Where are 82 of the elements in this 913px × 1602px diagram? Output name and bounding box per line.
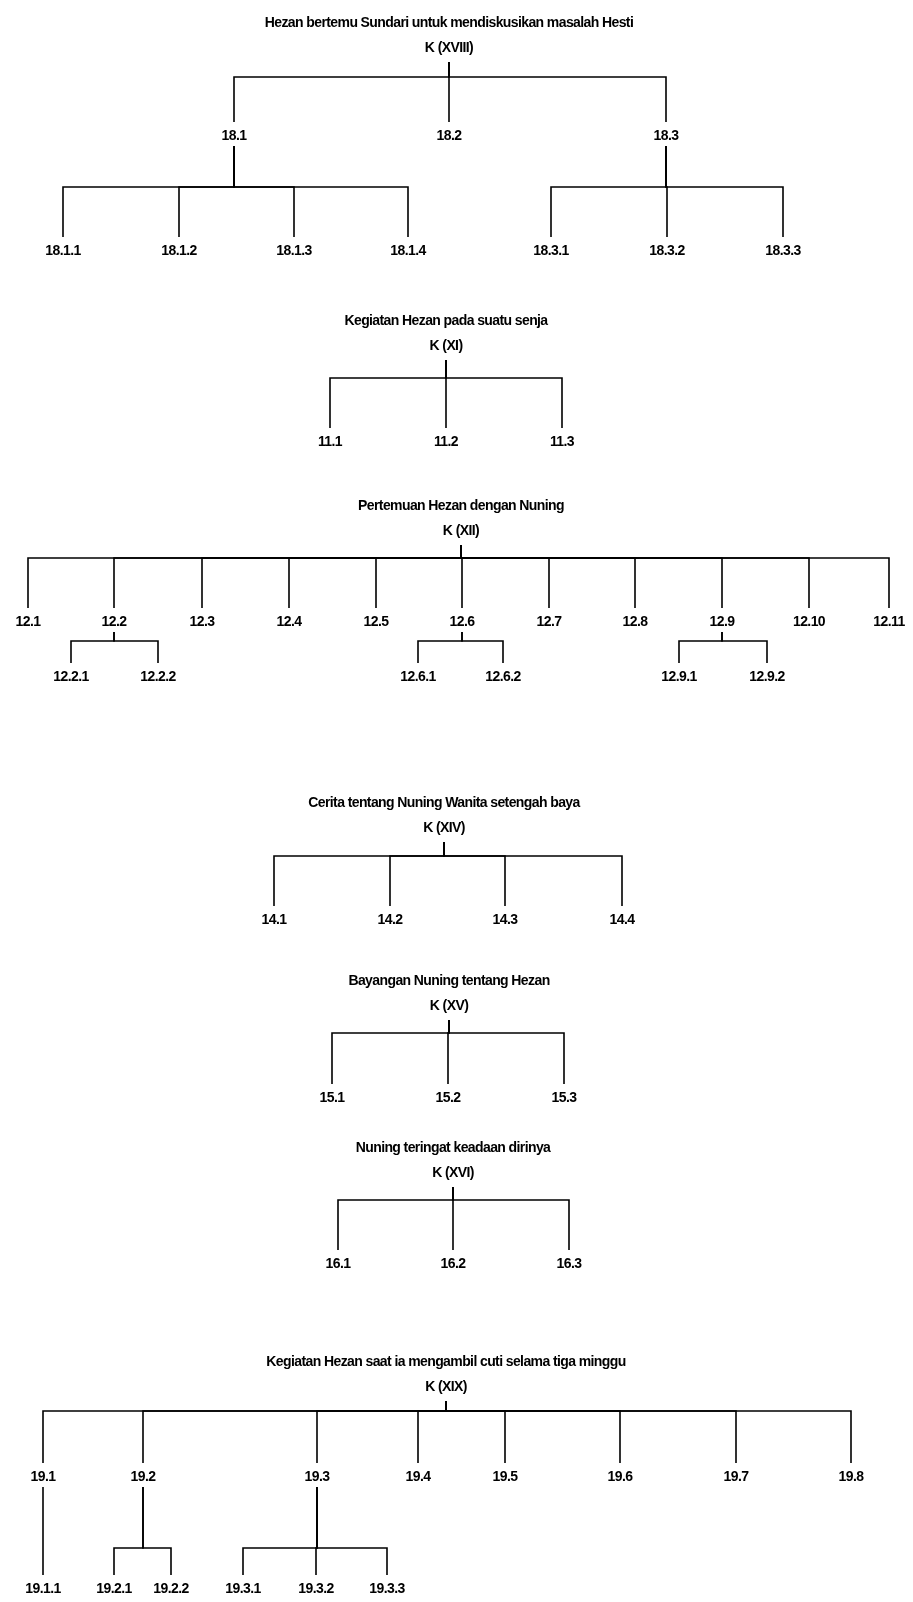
node-label: 19.3.2: [298, 1579, 334, 1597]
node-label: 18.2: [436, 126, 462, 144]
node-label: 18.1.3: [276, 241, 312, 259]
node-label: 14.3: [492, 910, 518, 928]
node-label: 12.5: [363, 612, 389, 630]
heading-text: Pertemuan Hezan dengan Nuning: [358, 495, 564, 515]
heading-text: Bayangan Nuning tentang Hezan: [348, 970, 550, 990]
tree-connector: [448, 1019, 565, 1085]
tree-connector: [316, 1486, 388, 1576]
node-label: 14.4: [609, 910, 635, 928]
node-label: 11.3: [549, 432, 575, 450]
tree-connector: [233, 145, 409, 238]
node-label: 19.2: [130, 1467, 156, 1485]
node-label: 15.2: [435, 1088, 461, 1106]
tree-connector: [448, 61, 667, 123]
tree-connector: [665, 145, 784, 238]
tree-connector: [445, 359, 563, 429]
node-label: 18.1.2: [161, 241, 197, 259]
node-label: 16.1: [325, 1254, 351, 1272]
code-label: K (XII): [441, 520, 481, 540]
node-label: 19.7: [723, 1467, 749, 1485]
node-label: 12.3: [189, 612, 215, 630]
tree-connector: [445, 1400, 852, 1464]
node-label: 12.8: [622, 612, 648, 630]
node-label: 18.1.1: [45, 241, 81, 259]
code-label: K (XV): [428, 995, 470, 1015]
node-label: 12.2.2: [140, 667, 176, 685]
node-label: 11.1: [317, 432, 343, 450]
node-label: 12.2.1: [53, 667, 89, 685]
node-label: 16.2: [440, 1254, 466, 1272]
node-label: 12.9.2: [749, 667, 785, 685]
code-label: K (XVI): [431, 1162, 475, 1182]
tree-connector: [142, 1486, 172, 1576]
node-label: 18.3.2: [649, 241, 685, 259]
node-label: 18.1.4: [390, 241, 426, 259]
node-label: 12.4: [276, 612, 302, 630]
node-label: 19.1: [30, 1467, 56, 1485]
heading-text: Cerita tentang Nuning Wanita setengah baya: [308, 792, 580, 812]
node-label: 12.10: [793, 612, 825, 630]
tree-connector: [113, 631, 159, 664]
node-label: 19.2.1: [96, 1579, 132, 1597]
node-label: 18.1: [221, 126, 247, 144]
node-label: 12.6.1: [400, 667, 436, 685]
code-label: K (XVIII): [423, 37, 475, 57]
node-label: 16.3: [556, 1254, 582, 1272]
heading-text: Kegiatan Hezan pada suatu senja: [344, 310, 548, 330]
node-label: 12.6.2: [485, 667, 521, 685]
node-label: 12.2: [101, 612, 127, 630]
tree-connector: [452, 1186, 570, 1251]
code-label: K (XI): [428, 335, 464, 355]
node-label: 19.3.1: [225, 1579, 261, 1597]
node-label: 14.2: [377, 910, 403, 928]
heading-text: Hezan bertemu Sundari untuk mendiskusikan masalah Hesti: [264, 12, 634, 32]
node-label: 19.6: [607, 1467, 633, 1485]
node-label: 19.3.3: [369, 1579, 405, 1597]
node-label: 19.2.2: [153, 1579, 189, 1597]
code-label: K (XIV): [422, 817, 466, 837]
node-label: 18.3.3: [765, 241, 801, 259]
node-label: 18.3.1: [533, 241, 569, 259]
node-label: 12.9.1: [661, 667, 697, 685]
node-label: 14.1: [261, 910, 287, 928]
tree-connector: [42, 1486, 44, 1576]
tree-connector: [460, 544, 890, 609]
node-label: 12.9: [709, 612, 735, 630]
node-label: 18.3: [653, 126, 679, 144]
tree-connector: [721, 631, 768, 664]
node-label: 11.2: [433, 432, 459, 450]
node-label: 19.5: [492, 1467, 518, 1485]
node-label: 12.1: [15, 612, 41, 630]
node-label: 19.4: [405, 1467, 431, 1485]
node-label: 19.8: [838, 1467, 864, 1485]
node-label: 19.3: [304, 1467, 330, 1485]
node-label: 12.7: [536, 612, 562, 630]
tree-connector: [461, 631, 504, 664]
code-label: K (XIX): [424, 1376, 468, 1396]
node-label: 15.1: [319, 1088, 345, 1106]
node-label: 19.1.1: [25, 1579, 61, 1597]
node-label: 15.3: [551, 1088, 577, 1106]
node-label: 12.11: [873, 612, 905, 630]
heading-text: Kegiatan Hezan saat ia mengambil cuti selama tiga minggu: [266, 1351, 626, 1371]
heading-text: Nuning teringat keadaan dirinya: [355, 1137, 551, 1157]
node-label: 12.6: [449, 612, 475, 630]
